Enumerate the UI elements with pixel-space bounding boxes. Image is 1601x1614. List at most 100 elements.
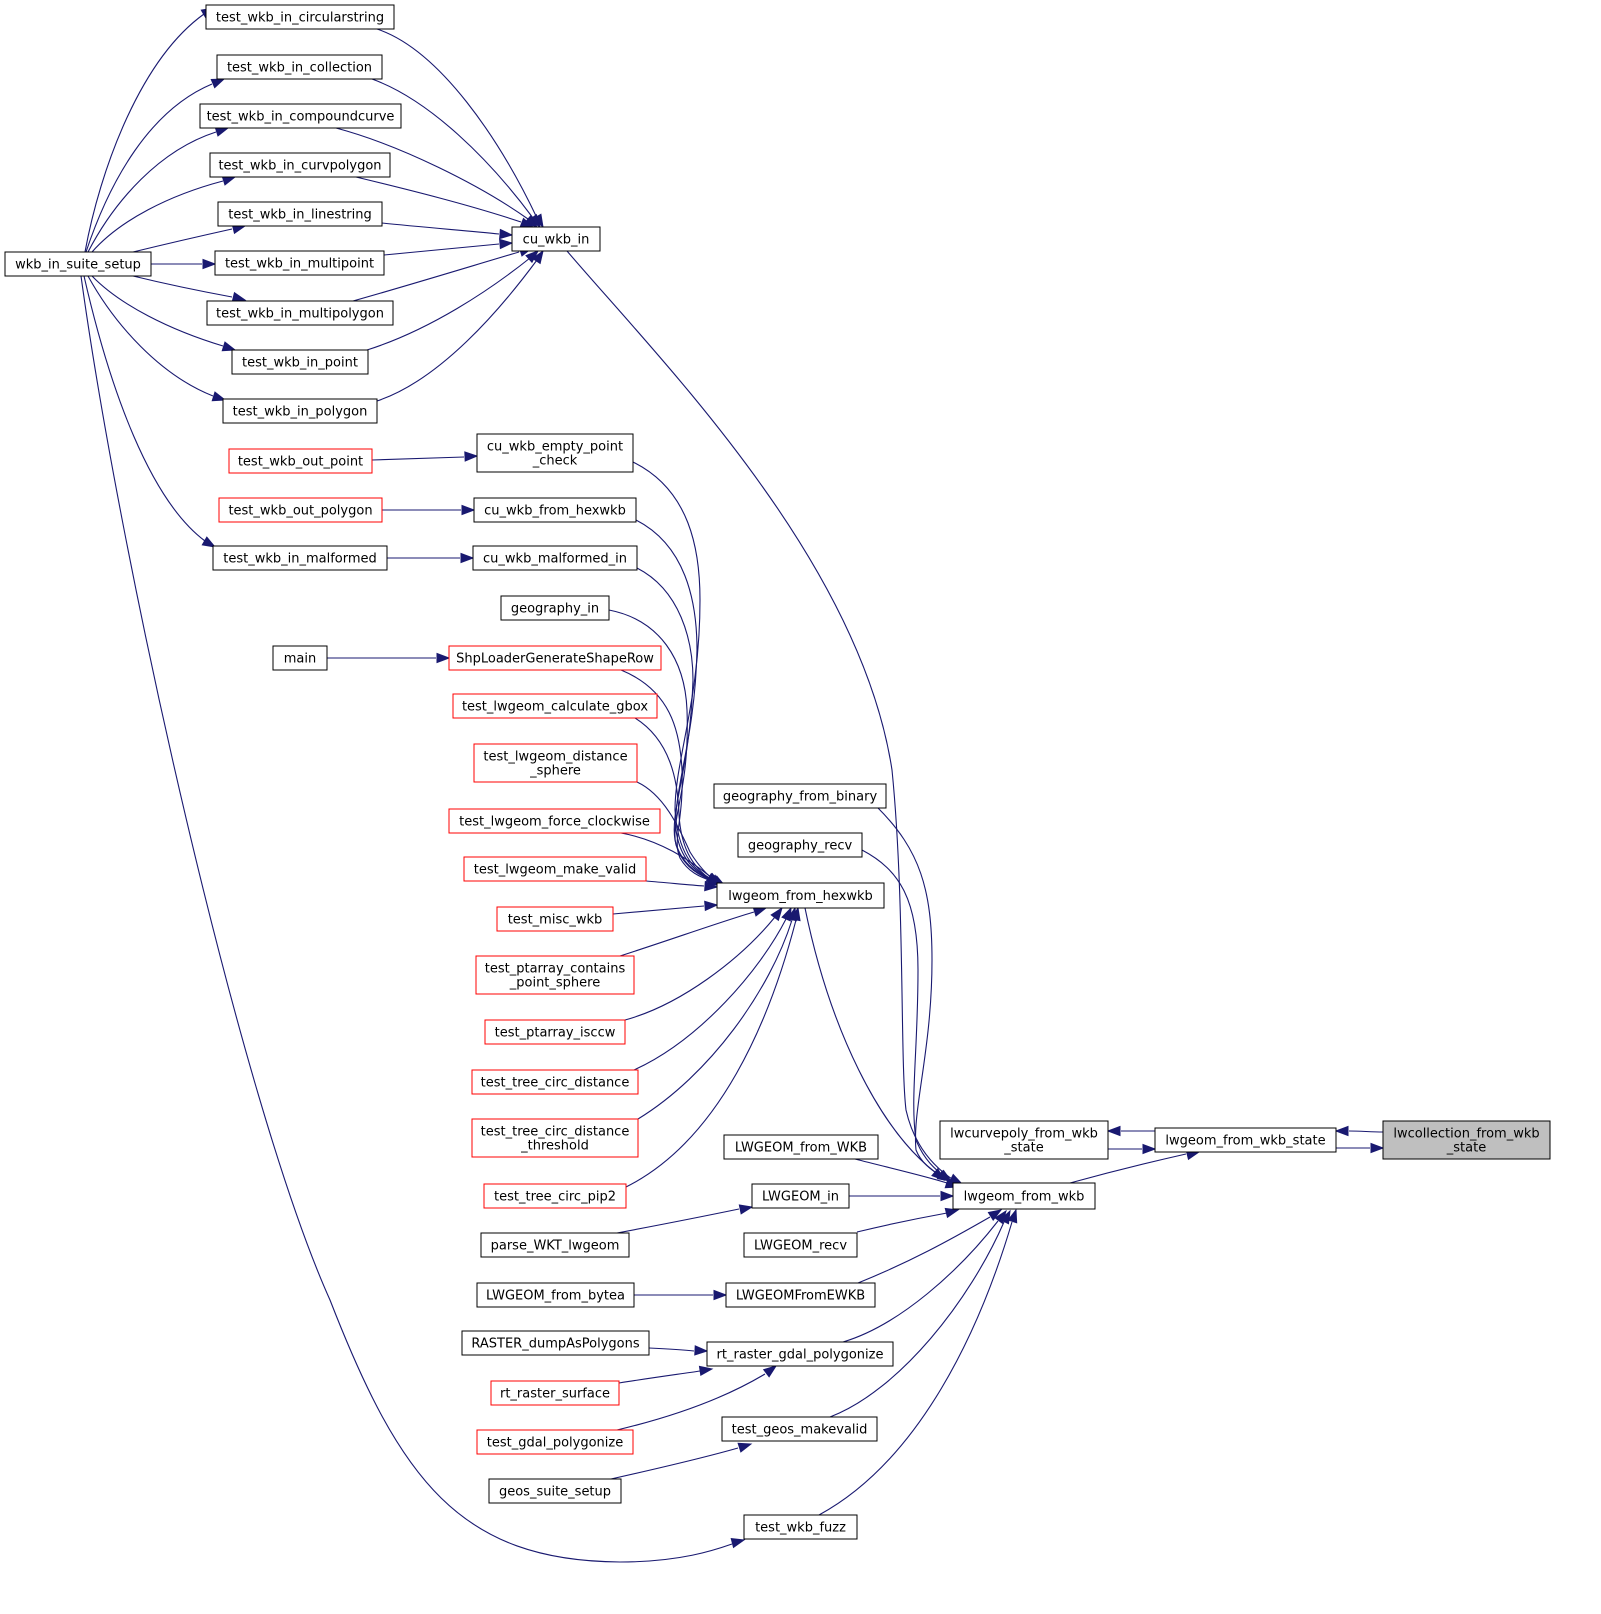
edge-test_wkb_in_collection-to-cu_wkb_in bbox=[371, 78, 541, 229]
node-box bbox=[209, 152, 391, 178]
edge-wkb_in_suite_setup-to-test_wkb_fuzz bbox=[80, 275, 746, 1563]
edge-line bbox=[84, 13, 205, 253]
edge-test_ptarray_isccw-to-lwgeom_from_hexwkb bbox=[624, 906, 783, 1021]
node-box bbox=[721, 1416, 878, 1442]
node-LWGEOM_recv[interactable]: LWGEOM_recv bbox=[743, 1232, 858, 1258]
arrowhead bbox=[762, 1365, 778, 1378]
edge-line bbox=[383, 243, 500, 256]
edge-test_wkb_in_multipoint-to-cu_wkb_in bbox=[383, 238, 514, 256]
node-box bbox=[476, 1429, 634, 1455]
node-rt_raster_gdal_polygonize[interactable]: rt_raster_gdal_polygonize bbox=[706, 1341, 894, 1367]
node-ShpLoaderGenerateShapeRow[interactable]: ShpLoaderGenerateShapeRow bbox=[448, 645, 662, 671]
node-box bbox=[205, 4, 395, 30]
node-label: test_wkb_in_collection bbox=[227, 61, 372, 76]
node-label: test_wkb_in_compoundcurve bbox=[207, 110, 395, 125]
edge-line bbox=[618, 1370, 701, 1384]
node-test_gdal_polygonize[interactable]: test_gdal_polygonize bbox=[476, 1429, 634, 1455]
node-label: parse_WKT_lwgeom bbox=[491, 1239, 620, 1254]
node-test_wkb_in_point[interactable]: test_wkb_in_point bbox=[231, 349, 369, 375]
edge-test_lwgeom_make_valid-to-lwgeom_from_hexwkb bbox=[645, 880, 719, 892]
arrowhead bbox=[790, 906, 801, 922]
node-label: lwgeom_from_wkb bbox=[964, 1190, 1085, 1205]
node-test_wkb_in_circularstring[interactable]: test_wkb_in_circularstring bbox=[205, 4, 395, 30]
node-test_ptarray_contains_point_sphere[interactable]: test_ptarray_contains_point_sphere bbox=[475, 955, 635, 995]
node-test_wkb_in_collection[interactable]: test_wkb_in_collection bbox=[216, 54, 383, 80]
node-test_tree_circ_distance_threshold[interactable]: test_tree_circ_distance_threshold bbox=[471, 1118, 639, 1158]
node-rt_raster_surface[interactable]: rt_raster_surface bbox=[490, 1380, 620, 1406]
node-LWGEOMFromEWKB[interactable]: LWGEOMFromEWKB bbox=[725, 1282, 876, 1308]
node-test_lwgeom_make_valid[interactable]: test_lwgeom_make_valid bbox=[463, 856, 647, 882]
node-wkb_in_suite_setup[interactable]: wkb_in_suite_setup bbox=[4, 251, 152, 277]
node-test_wkb_out_polygon[interactable]: test_wkb_out_polygon bbox=[218, 497, 383, 523]
edge-lwgeom_from_wkb_state-to-lwcollection_from_wkb_state bbox=[1336, 1142, 1385, 1154]
node-test_wkb_in_polygon[interactable]: test_wkb_in_polygon bbox=[222, 398, 378, 424]
node-test_wkb_in_multipolygon[interactable]: test_wkb_in_multipolygon bbox=[206, 300, 394, 326]
edge-test_tree_circ_distance_threshold-to-lwgeom_from_hexwkb bbox=[637, 906, 797, 1120]
node-test_wkb_in_malformed[interactable]: test_wkb_in_malformed bbox=[212, 545, 388, 571]
node-lwgeom_from_wkb_state[interactable]: lwgeom_from_wkb_state bbox=[1154, 1127, 1337, 1153]
edge-line bbox=[804, 907, 936, 1173]
node-test_lwgeom_force_clockwise[interactable]: test_lwgeom_force_clockwise bbox=[448, 808, 661, 834]
node-test_wkb_in_multipoint[interactable]: test_wkb_in_multipoint bbox=[214, 250, 385, 276]
node-label: test_ptarray_isccw bbox=[495, 1026, 616, 1041]
node-box bbox=[743, 1232, 858, 1258]
node-test_wkb_in_compoundcurve[interactable]: test_wkb_in_compoundcurve bbox=[199, 103, 402, 129]
node-box bbox=[199, 103, 402, 129]
edge-test_wkb_in_malformed-to-cu_wkb_malformed_in bbox=[387, 552, 475, 564]
node-LWGEOM_from_WKB[interactable]: LWGEOM_from_WKB bbox=[723, 1134, 879, 1160]
node-lwgeom_from_hexwkb[interactable]: lwgeom_from_hexwkb bbox=[716, 882, 885, 909]
node-test_tree_circ_pip2[interactable]: test_tree_circ_pip2 bbox=[483, 1183, 627, 1209]
node-test_wkb_out_point[interactable]: test_wkb_out_point bbox=[228, 448, 373, 474]
arrowhead bbox=[531, 249, 544, 265]
arrowhead bbox=[694, 1345, 709, 1356]
node-geography_recv[interactable]: geography_recv bbox=[737, 832, 863, 858]
node-test_misc_wkb[interactable]: test_misc_wkb bbox=[496, 906, 614, 932]
node-test_lwgeom_distance_sphere[interactable]: test_lwgeom_distance_sphere bbox=[473, 743, 638, 783]
arrowhead bbox=[770, 906, 783, 922]
node-box bbox=[472, 545, 638, 571]
node-geos_suite_setup[interactable]: geos_suite_setup bbox=[488, 1478, 622, 1504]
node-label: test_wkb_in_malformed bbox=[223, 552, 377, 567]
node-geography_in[interactable]: geography_in bbox=[500, 595, 610, 621]
node-label: geography_recv bbox=[748, 839, 853, 854]
node-label: geography_in bbox=[511, 602, 599, 617]
node-test_lwgeom_calculate_gbox[interactable]: test_lwgeom_calculate_gbox bbox=[452, 693, 658, 719]
node-cu_wkb_malformed_in[interactable]: cu_wkb_malformed_in bbox=[472, 545, 638, 571]
node-label: lwgeom_from_wkb_state bbox=[1165, 1134, 1325, 1149]
node-parse_WKT_lwgeom[interactable]: parse_WKT_lwgeom bbox=[480, 1232, 630, 1258]
node-RASTER_dumpAsPolygons[interactable]: RASTER_dumpAsPolygons bbox=[461, 1330, 650, 1356]
node-box bbox=[743, 1514, 858, 1540]
edge-line bbox=[80, 275, 733, 1563]
node-test_geos_makevalid[interactable]: test_geos_makevalid bbox=[721, 1416, 878, 1442]
node-LWGEOM_from_bytea[interactable]: LWGEOM_from_bytea bbox=[476, 1282, 635, 1308]
node-lwgeom_from_wkb[interactable]: lwgeom_from_wkb bbox=[952, 1182, 1096, 1210]
node-test_wkb_fuzz[interactable]: test_wkb_fuzz bbox=[743, 1514, 858, 1540]
node-lwcurvepoly_from_wkb_state[interactable]: lwcurvepoly_from_wkb_state bbox=[939, 1120, 1109, 1160]
edge-line bbox=[616, 1208, 740, 1234]
node-test_ptarray_isccw[interactable]: test_ptarray_isccw bbox=[484, 1019, 626, 1045]
edge-line bbox=[633, 918, 787, 1071]
node-box bbox=[488, 1478, 622, 1504]
edge-line bbox=[1348, 1130, 1384, 1133]
node-label: test_gdal_polygonize bbox=[487, 1436, 623, 1451]
node-box bbox=[737, 832, 863, 858]
node-label: test_misc_wkb bbox=[508, 913, 603, 928]
edge-geos_suite_setup-to-test_geos_makevalid bbox=[610, 1442, 753, 1480]
node-label: test_wkb_fuzz bbox=[755, 1521, 846, 1536]
arrowhead bbox=[436, 652, 451, 664]
node-test_wkb_in_curvpolygon[interactable]: test_wkb_in_curvpolygon bbox=[209, 152, 391, 178]
node-LWGEOM_in[interactable]: LWGEOM_in bbox=[751, 1183, 850, 1209]
edge-line bbox=[1069, 1153, 1187, 1184]
node-test_tree_circ_distance[interactable]: test_tree_circ_distance bbox=[471, 1069, 639, 1095]
node-cu_wkb_from_hexwkb[interactable]: cu_wkb_from_hexwkb bbox=[473, 497, 637, 523]
node-test_wkb_in_linestring[interactable]: test_wkb_in_linestring bbox=[217, 201, 383, 227]
arrowhead bbox=[499, 238, 514, 250]
node-label: wkb_in_suite_setup bbox=[15, 258, 141, 273]
node-cu_wkb_in[interactable]: cu_wkb_in bbox=[511, 226, 601, 252]
arrowhead bbox=[1142, 1143, 1157, 1155]
node-cu_wkb_empty_point_check[interactable]: cu_wkb_empty_point_check bbox=[476, 433, 634, 473]
node-geography_from_binary[interactable]: geography_from_binary bbox=[713, 783, 887, 809]
node-main[interactable]: main bbox=[272, 645, 328, 671]
node-box bbox=[206, 300, 394, 326]
